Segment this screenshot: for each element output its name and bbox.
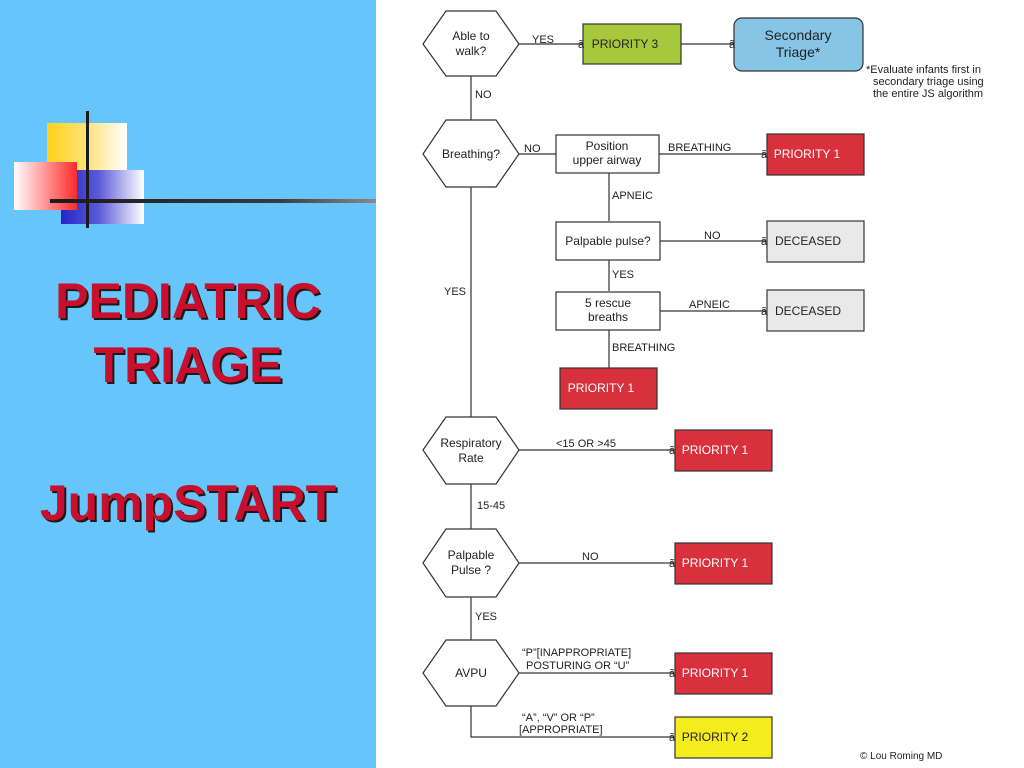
outcome-priority-1-avpu bbox=[674, 652, 773, 695]
label-position-1: Position bbox=[586, 139, 629, 153]
title-jumpstart: JumpSTART bbox=[39, 475, 337, 531]
label-priority-1-pulse: PRIORITY 1 bbox=[682, 556, 749, 570]
label-priority-1-airway: PRIORITY 1 bbox=[774, 147, 841, 161]
arrow-glyph-p1-avpu: ã bbox=[669, 668, 676, 680]
label-avpu: AVPU bbox=[455, 666, 487, 680]
edge-label-pulse-no: NO bbox=[704, 230, 721, 242]
edge-label-airway-apneic: APNEIC bbox=[612, 190, 653, 202]
edge-label-pulse-main-no: NO bbox=[582, 551, 599, 563]
edge-label-airway-breathing: BREATHING bbox=[668, 142, 731, 154]
label-rescue-2: breaths bbox=[588, 310, 628, 324]
note-line-1: *Evaluate infants first in bbox=[866, 64, 981, 76]
title-panel: PEDIATRIC TRIAGE JumpSTART bbox=[0, 0, 376, 768]
node-able-to-walk bbox=[422, 10, 520, 77]
title-triage: TRIAGE bbox=[93, 337, 283, 393]
node-avpu bbox=[422, 639, 520, 707]
deco-vertical-line bbox=[86, 111, 89, 228]
label-pulse-question: Palpable pulse? bbox=[565, 234, 651, 248]
arrow-glyph-p2: ã bbox=[669, 732, 676, 744]
edge-label-walk-yes: YES bbox=[532, 34, 554, 46]
label-rescue-1: 5 rescue bbox=[585, 296, 631, 310]
triage-flowchart: Able to walk? Breathing? Respiratory Rat… bbox=[376, 0, 1024, 768]
outcome-priority-3 bbox=[582, 23, 682, 65]
node-breathing bbox=[422, 119, 520, 188]
node-respiratory-rate bbox=[422, 416, 520, 485]
edge-label-breath-no: NO bbox=[524, 143, 541, 155]
outcome-deceased-rescue bbox=[766, 289, 865, 332]
note-line-3: the entire JS algorithm bbox=[873, 88, 983, 100]
note-line-2: secondary triage using bbox=[873, 76, 984, 88]
edge-label-avpu-p2-a: “A”, “V” OR “P” bbox=[522, 712, 595, 724]
label-able-to-walk-1: Able to bbox=[452, 29, 490, 43]
edge-label-resp-in: 15-45 bbox=[477, 500, 505, 512]
edge-label-rescue-apneic: APNEIC bbox=[689, 299, 730, 311]
label-able-to-walk-2: walk? bbox=[455, 44, 487, 58]
arrow-glyph-deceased-a: ã bbox=[761, 236, 768, 248]
edge-label-avpu-p1-b: POSTURING OR “U” bbox=[526, 660, 630, 672]
edge-label-walk-no: NO bbox=[475, 89, 492, 101]
outcome-deceased-pulse bbox=[766, 220, 865, 263]
node-palpable-pulse-question bbox=[555, 221, 661, 261]
flowchart-svg: Able to walk? Breathing? Respiratory Rat… bbox=[422, 10, 984, 762]
outcome-secondary-triage bbox=[733, 17, 864, 72]
outcome-priority-1-rescue bbox=[559, 367, 658, 410]
label-priority-1-resp: PRIORITY 1 bbox=[682, 443, 749, 457]
title-pediatric: PEDIATRIC bbox=[55, 273, 321, 329]
edge-label-avpu-p1-a: “P”[INAPPROPRIATE] bbox=[522, 647, 631, 659]
node-position-airway bbox=[555, 134, 660, 174]
edge-label-breath-yes: YES bbox=[444, 286, 466, 298]
label-secondary-2: Triage* bbox=[776, 44, 821, 60]
label-priority-2: PRIORITY 2 bbox=[682, 730, 749, 744]
arrow-glyph-secondary: ã bbox=[729, 39, 736, 51]
arrow-glyph-p3: ã bbox=[578, 39, 585, 51]
label-deceased-rescue: DECEASED bbox=[775, 304, 841, 318]
arrow-glyph-p1-resp: ã bbox=[669, 445, 676, 457]
edge-label-rescue-breathing: BREATHING bbox=[612, 342, 675, 354]
label-position-2: upper airway bbox=[573, 153, 642, 167]
edge-label-pulse-yes: YES bbox=[612, 269, 634, 281]
outcome-priority-1-resp bbox=[674, 429, 773, 472]
label-breathing: Breathing? bbox=[442, 147, 500, 161]
deco-horizontal-line bbox=[50, 199, 376, 203]
label-priority-1-avpu: PRIORITY 1 bbox=[682, 666, 749, 680]
edge-label-pulse-main-yes: YES bbox=[475, 611, 497, 623]
label-deceased-pulse: DECEASED bbox=[775, 234, 841, 248]
outcome-priority-2 bbox=[674, 716, 773, 759]
node-palpable-pulse bbox=[422, 528, 520, 598]
edge-avpu-appropriate bbox=[470, 706, 674, 738]
copyright: © Lou Roming MD bbox=[860, 751, 942, 762]
label-priority-1-rescue: PRIORITY 1 bbox=[568, 381, 635, 395]
outcome-priority-1-pulse bbox=[674, 542, 773, 585]
arrow-glyph-p1-pulse: ã bbox=[669, 558, 676, 570]
label-secondary-1: Secondary bbox=[765, 27, 832, 43]
outcome-priority-1-airway bbox=[766, 133, 865, 176]
edge-label-resp-out: <15 OR >45 bbox=[556, 438, 616, 450]
arrow-glyph-deceased-b: ã bbox=[761, 306, 768, 318]
node-rescue-breaths bbox=[555, 291, 661, 331]
edge-label-avpu-p2-b: [APPROPRIATE] bbox=[519, 724, 603, 736]
label-resp-rate-2: Rate bbox=[458, 451, 484, 465]
label-palpable-pulse-1: Palpable bbox=[448, 548, 495, 562]
label-resp-rate-1: Respiratory bbox=[440, 436, 501, 450]
label-priority-3: PRIORITY 3 bbox=[592, 37, 659, 51]
arrow-glyph-p1-airway: ã bbox=[761, 149, 768, 161]
label-palpable-pulse-2: Pulse ? bbox=[451, 563, 491, 577]
